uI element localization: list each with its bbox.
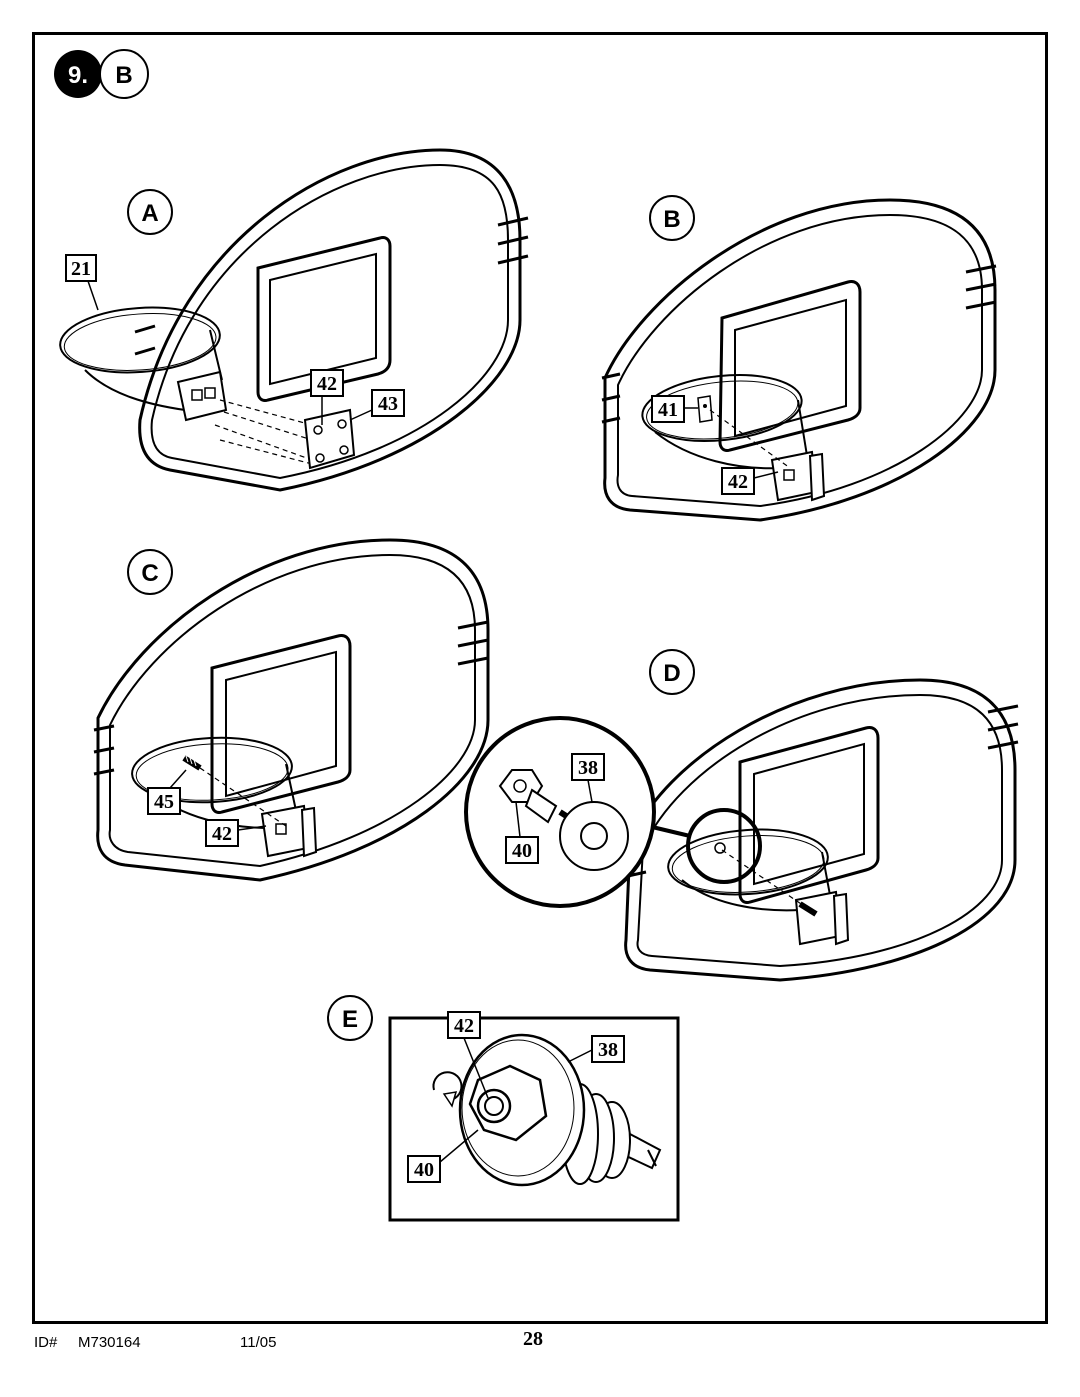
panel-e-badge	[327, 995, 373, 1041]
panel-d-letter: D	[663, 660, 680, 687]
backboard-c	[93, 538, 490, 882]
backboard-d	[624, 678, 1019, 982]
panel-a-letter: A	[141, 200, 158, 227]
svg-text:45: 45	[154, 791, 174, 813]
panel-a-badge	[127, 189, 173, 235]
detail-magnifier-d	[464, 716, 656, 908]
step-number-badge	[54, 50, 102, 98]
mounting-plate-a	[303, 408, 356, 470]
panel-b-badge	[649, 195, 695, 241]
detail-highlight-circle	[686, 808, 762, 884]
callout-a-21: 21	[65, 254, 99, 311]
footer-page-number: 28	[523, 1328, 543, 1350]
step-number: 9.	[68, 62, 88, 89]
callout-e-38: 38	[567, 1035, 625, 1063]
svg-text:42: 42	[212, 823, 232, 845]
callout-b-41: 41	[651, 395, 698, 423]
bolt-41-part	[697, 395, 713, 423]
step-variant: B	[115, 62, 132, 89]
panel-d: D	[464, 649, 1019, 982]
svg-text:38: 38	[598, 1039, 618, 1061]
nut-40-part	[498, 769, 558, 824]
callout-b-42: 42	[721, 467, 779, 495]
callout-c-42: 42	[205, 819, 267, 847]
panel-e-letter: E	[342, 1006, 358, 1033]
panel-b: B 41 42	[601, 195, 997, 522]
panel-e: E 42 38	[327, 995, 680, 1222]
footer-model-number: M730164	[78, 1334, 141, 1351]
rim-bracket-a	[176, 370, 228, 422]
washer-38-part	[559, 801, 629, 871]
panel-b-letter: B	[663, 206, 680, 233]
svg-text:42: 42	[317, 373, 337, 395]
svg-text:42: 42	[728, 471, 748, 493]
callout-e-40: 40	[407, 1129, 479, 1183]
panel-c-letter: C	[141, 560, 158, 587]
panel-d-badge	[649, 649, 695, 695]
callout-a-43: 43	[349, 389, 405, 421]
svg-text:43: 43	[378, 393, 398, 415]
spring-45-part	[182, 755, 202, 771]
panel-c: C 45 42	[93, 538, 490, 882]
nut-40-closeup	[468, 1064, 548, 1142]
step-header: 9. B	[54, 49, 149, 99]
page-frame	[32, 32, 1048, 1324]
panel-a: A 21	[56, 148, 529, 492]
callout-d-38: 38	[571, 753, 605, 803]
step-variant-badge	[99, 49, 149, 99]
rim-bracket-c	[260, 804, 318, 858]
svg-text:42: 42	[454, 1015, 474, 1037]
callout-a-42: 42	[310, 369, 344, 425]
alignment-lines-a	[214, 399, 317, 466]
svg-text:41: 41	[658, 399, 678, 421]
svg-text:40: 40	[512, 840, 532, 862]
rim-bracket-d	[794, 890, 850, 946]
svg-text:38: 38	[578, 757, 598, 779]
svg-text:21: 21	[71, 258, 91, 280]
callout-c-45: 45	[147, 769, 187, 815]
callout-e-42: 42	[447, 1011, 489, 1099]
panel-c-badge	[127, 549, 173, 595]
rim-bracket-b	[770, 450, 826, 502]
backboard-a	[134, 148, 529, 492]
footer-date: 11/05	[240, 1334, 277, 1351]
footer-id-label: ID#	[34, 1334, 58, 1351]
svg-text:40: 40	[414, 1159, 434, 1181]
callout-d-40: 40	[505, 801, 539, 864]
rotation-arrow-icon	[432, 1071, 463, 1108]
